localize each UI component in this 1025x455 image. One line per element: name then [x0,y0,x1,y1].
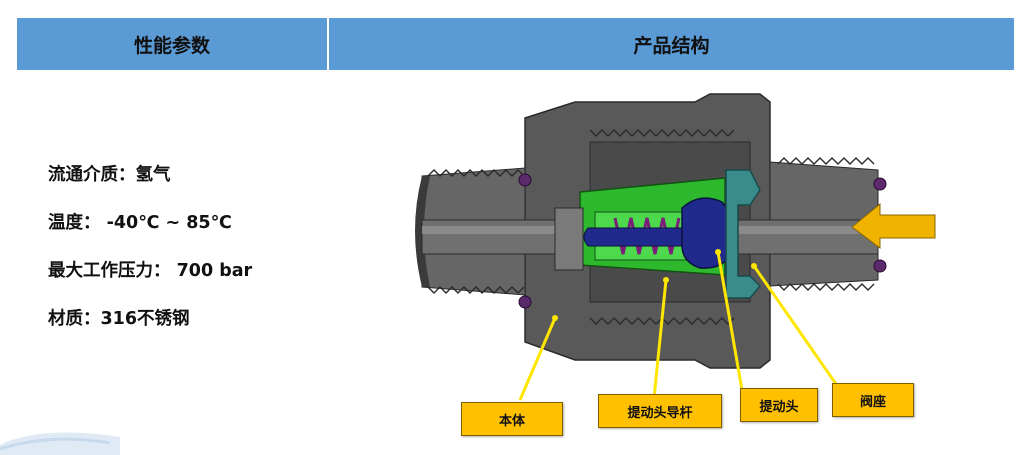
mid-thread-teeth-top [589,129,735,137]
o-ring-top-right [873,177,887,191]
table-header: 性能参数 产品结构 [17,18,1014,70]
valve-cross-section-diagram: 本体 提动头导杆 提动头 阀座 [400,80,960,450]
leader-dot-valve-seat [751,263,757,269]
right-thread-teeth-top [777,157,875,165]
o-ring-bottom-left [518,295,532,309]
header-performance-params: 性能参数 [17,18,329,70]
spec-material: 材质：316不锈钢 [48,309,190,329]
spec-medium: 流通介质：氢气 [48,165,171,185]
spec-max-pressure: 最大工作压力： 700 bar [48,261,253,281]
leader-line-poppet [716,251,744,391]
valve-cross-section-svg [415,93,936,401]
right-thread-teeth-bottom [777,283,875,291]
leader-line-valve-seat [752,265,838,385]
o-ring-top-left [518,173,532,187]
leader-line-poppet-guide [652,279,668,399]
leader-dot-body [552,315,558,321]
leader-dot-poppet-guide [663,277,669,283]
decorative-swoosh [0,432,120,455]
spec-list: 流通介质：氢气 温度： -40℃ ~ 85℃ 最大工作压力： 700 bar 材… [48,160,252,352]
guide-collar [554,207,584,271]
header-product-structure: 产品结构 [633,34,710,57]
poppet-stem [583,227,691,247]
left-thread-teeth-top [427,169,525,177]
leader-line-body [518,317,557,401]
spec-temperature: 温度： -40℃ ~ 85℃ [48,213,232,233]
callout-valve-seat: 阀座 [832,383,914,417]
leader-dot-poppet [715,249,721,255]
callout-poppet: 提动头 [740,388,818,422]
callout-poppet-guide: 提动头导杆 [598,394,722,428]
valve-seat-teal [725,169,762,299]
callout-body: 本体 [461,402,563,436]
left-thread-teeth-bottom [427,286,525,294]
flow-direction-arrow [851,202,936,249]
o-ring-bottom-right [873,259,887,273]
